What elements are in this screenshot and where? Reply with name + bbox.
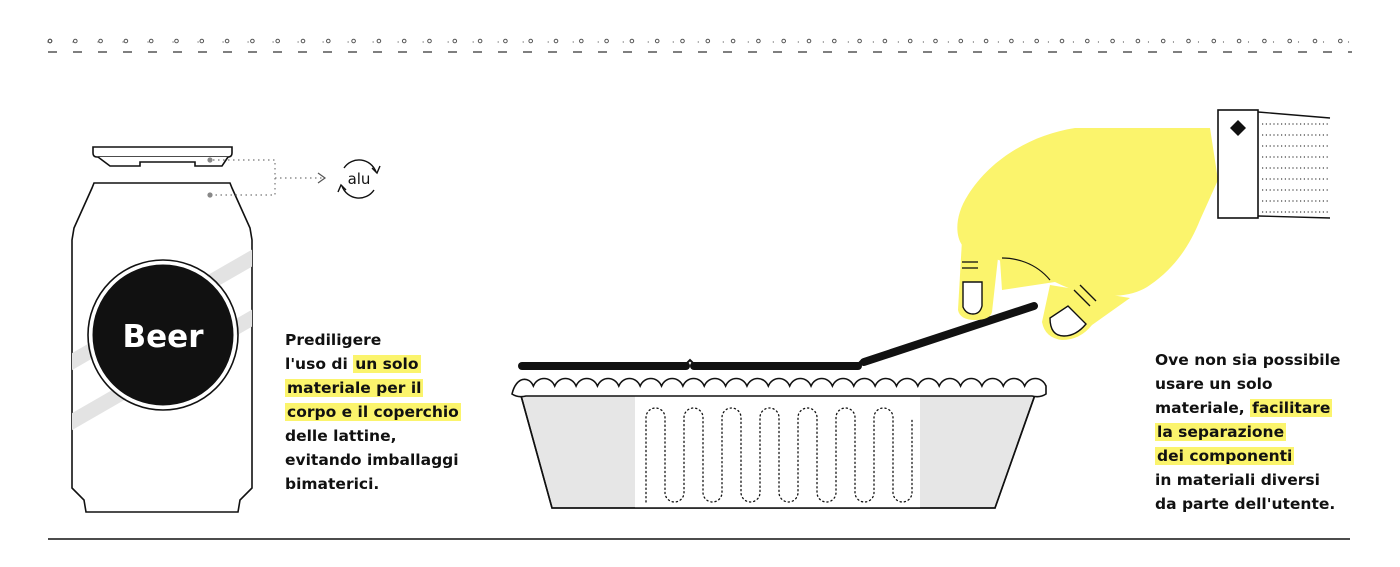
border-dot	[857, 38, 862, 44]
border-dot	[756, 38, 761, 44]
top-decorative-border	[47, 38, 1353, 53]
caption-left-line-3: materiale per il	[285, 376, 461, 400]
alu-label: alu	[348, 170, 371, 188]
border-dot	[983, 38, 989, 44]
border-dot	[1110, 38, 1115, 44]
caption-right-line-6: in materiali diversi	[1155, 471, 1320, 489]
border-dot	[806, 38, 812, 44]
border-dot	[1262, 38, 1267, 44]
glove-outline-accent	[961, 244, 1001, 261]
border-dot	[781, 38, 787, 44]
caption-left: Prediligere l'uso di un solo materiale p…	[285, 328, 461, 496]
can-lid	[92, 146, 233, 167]
caption-right-line-4: la separazione	[1155, 420, 1340, 444]
beer-badge	[89, 261, 237, 409]
tray-rim	[511, 377, 1047, 398]
caption-left-line-2-text: l'uso di	[285, 355, 348, 373]
caption-left-line-5: delle lattine,	[285, 427, 397, 445]
border-dot	[452, 38, 458, 44]
cuff-button-icon	[1230, 120, 1246, 136]
border-dot	[503, 38, 508, 44]
border-dot	[604, 38, 609, 44]
border-dot	[123, 38, 129, 44]
caption-right-line-7: da parte dell'utente.	[1155, 495, 1336, 513]
border-dot	[1135, 38, 1141, 44]
tray-lid	[518, 302, 1038, 370]
top-dot-row	[47, 38, 1343, 44]
caption-left-line-6: evitando imballaggi	[285, 451, 459, 469]
aluminium-tray	[511, 302, 1047, 509]
caption-left-highlight-2: materiale per il	[285, 379, 424, 397]
border-dot	[680, 38, 685, 44]
caption-right-highlight-2: la separazione	[1155, 423, 1287, 441]
border-dot	[1160, 38, 1166, 44]
glove-palm	[957, 128, 1218, 296]
border-dot	[376, 38, 382, 44]
tray-dotted-pattern	[645, 407, 913, 503]
border-dot	[98, 38, 103, 44]
border-dot	[477, 38, 483, 44]
gloved-hand	[957, 109, 1331, 340]
tray-label-area	[635, 392, 920, 508]
caption-right-line-3: materiale, facilitare	[1155, 396, 1340, 420]
border-dot	[579, 38, 584, 44]
border-dot	[300, 38, 306, 44]
border-dot	[1236, 38, 1242, 44]
border-dot	[47, 38, 53, 44]
border-dot	[1312, 38, 1318, 44]
border-dot	[199, 38, 205, 44]
caption-left-highlight-3: corpo e il coperchio	[285, 403, 461, 421]
border-dot	[250, 38, 255, 44]
border-dot	[654, 38, 660, 44]
border-dot	[705, 38, 711, 44]
border-dot	[629, 38, 635, 44]
border-dot	[528, 38, 534, 44]
caption-left-line-1: Prediligere	[285, 331, 382, 349]
connector-arrow-icon	[317, 172, 327, 184]
caption-left-line-2: l'uso di un solo	[285, 352, 461, 376]
border-dot	[907, 38, 913, 44]
border-dot	[1009, 38, 1014, 44]
border-dot	[933, 38, 938, 44]
border-dot	[1287, 38, 1292, 44]
border-dot	[832, 38, 837, 44]
sleeve-dotted-lines	[1262, 123, 1330, 213]
connector-lines	[213, 159, 322, 196]
border-dot	[275, 38, 281, 44]
caption-left-line-4: corpo e il coperchio	[285, 400, 461, 424]
border-dot	[553, 38, 559, 44]
border-dot	[401, 38, 407, 44]
caption-right-line-5: dei componenti	[1155, 444, 1340, 468]
border-dot	[882, 38, 888, 44]
caption-right-highlight-3: dei componenti	[1155, 447, 1295, 465]
beer-label: Beer	[123, 319, 205, 355]
border-dot	[1211, 38, 1217, 44]
border-dot	[1186, 38, 1191, 44]
border-dot	[1085, 38, 1090, 44]
border-dot	[224, 38, 230, 44]
border-dot	[427, 38, 432, 44]
border-dot	[1059, 38, 1065, 44]
recycle-alu-icon	[337, 159, 381, 199]
caption-right-line-1: Ove non sia possibile	[1155, 351, 1341, 369]
border-dot	[148, 38, 154, 44]
border-dot	[73, 38, 78, 44]
caption-right-line-2: usare un solo	[1155, 375, 1273, 393]
border-dot	[174, 38, 179, 44]
caption-right-line-3-text: materiale,	[1155, 399, 1245, 417]
caption-left-highlight-1: un solo	[353, 355, 421, 373]
caption-right-highlight-1: facilitare	[1250, 399, 1333, 417]
caption-left-line-7: bimaterici.	[285, 475, 380, 493]
border-dot	[351, 38, 356, 44]
caption-right: Ove non sia possibile usare un solo mate…	[1155, 348, 1340, 516]
beer-can	[71, 146, 253, 513]
border-dot	[730, 38, 736, 44]
border-dot	[326, 38, 331, 44]
border-dot	[1034, 38, 1039, 44]
border-dot	[1338, 38, 1343, 44]
border-dot	[958, 38, 964, 44]
